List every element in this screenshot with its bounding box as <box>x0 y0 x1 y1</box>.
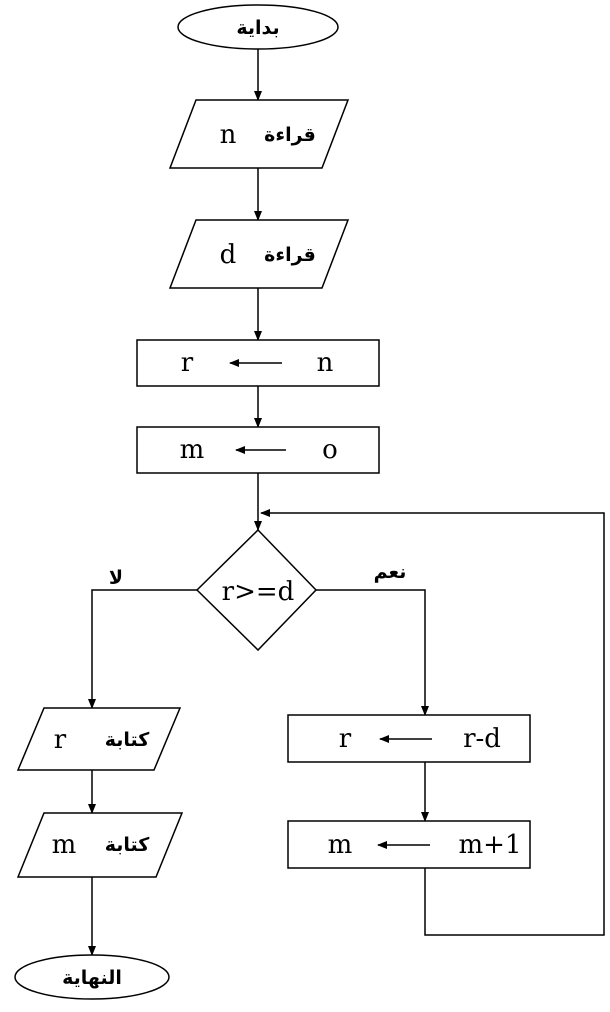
output-m-var: m <box>52 830 77 860</box>
process-r-from-n: r n <box>136 339 380 387</box>
output-r-var: r <box>54 725 67 755</box>
input-d-var: d <box>220 240 237 270</box>
decision-no-label: لا <box>109 567 123 589</box>
decision-yes-label: نعم <box>374 561 407 583</box>
connectors <box>88 49 605 956</box>
process-target: m <box>180 435 205 465</box>
process-m-increment: m m+1 <box>287 820 531 869</box>
input-n-var: n <box>220 120 237 150</box>
output-r-verb: كتابة <box>105 729 151 751</box>
process-source: n <box>317 348 334 378</box>
process-target: r <box>181 348 194 378</box>
process-target: r <box>339 724 352 754</box>
input-n-verb: قراءة <box>264 124 316 146</box>
end-label: النهاية <box>62 967 122 989</box>
process-source: o <box>322 435 338 465</box>
process-r-from-r-minus-d: r r-d <box>287 714 531 763</box>
input-d-verb: قراءة <box>264 244 316 266</box>
decision-condition: r>=d <box>222 577 295 607</box>
process-source: m+1 <box>459 830 522 860</box>
process-m-from-o: m o <box>136 426 380 474</box>
output-r: كتابة r <box>16 707 182 771</box>
input-n: قراءة n <box>168 99 350 169</box>
output-m-verb: كتابة <box>105 834 151 856</box>
input-d: قراءة d <box>168 219 350 289</box>
process-source: r-d <box>463 724 501 754</box>
start-label: بداية <box>236 17 279 39</box>
output-m: كتابة m <box>16 812 184 878</box>
start-terminal: بداية <box>177 4 339 50</box>
end-terminal: النهاية <box>14 954 170 1000</box>
process-target: m <box>328 830 353 860</box>
decision: r>=d لا نعم <box>109 528 407 652</box>
